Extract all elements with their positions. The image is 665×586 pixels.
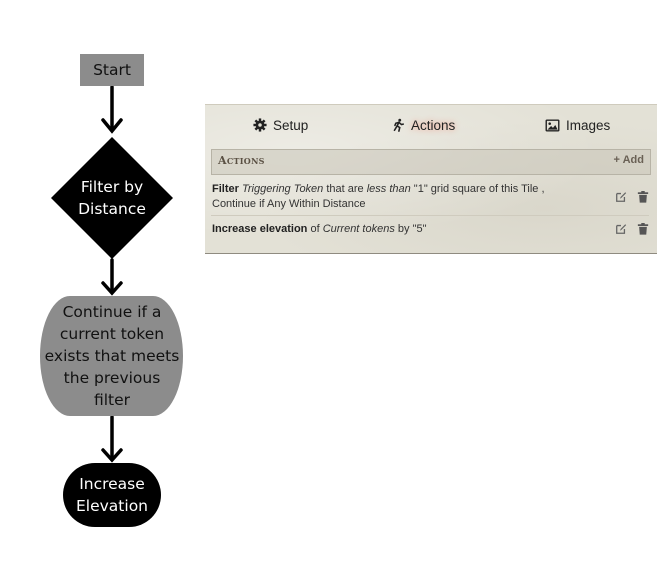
trash-icon[interactable]	[637, 191, 649, 203]
end-node	[63, 463, 161, 527]
end-node-label: Increase Elevation	[63, 463, 161, 527]
filter-line-1: Filter by	[80, 178, 144, 196]
tile-config-panel: Setup Actions Images	[205, 104, 657, 254]
continue-line-1: Continue if a	[62, 303, 162, 321]
tab-actions[interactable]: Actions	[391, 115, 455, 135]
action-row-text-part: by "5"	[394, 223, 427, 235]
tab-images-label: Images	[566, 117, 611, 133]
continue-line-2: current token	[59, 325, 165, 343]
running-figure-icon	[393, 118, 405, 132]
image-icon	[545, 118, 560, 132]
add-action-button[interactable]: + Add	[613, 154, 644, 166]
action-row-strong: Increase elevation	[212, 223, 308, 235]
action-row-text-line2: Continue if Any Within Distance	[212, 198, 366, 210]
action-row-controls	[615, 223, 649, 235]
action-row: Increase elevation of Current tokens by …	[211, 221, 649, 241]
decision-diamond	[51, 137, 173, 259]
start-node	[80, 54, 144, 86]
continue-line-3: exists that meets	[44, 347, 180, 365]
end-line-1: Increase	[79, 475, 145, 493]
action-row-controls	[615, 191, 649, 203]
trash-icon[interactable]	[637, 223, 649, 235]
continue-line-5: filter	[93, 391, 131, 409]
gear-icon	[253, 118, 267, 132]
tab-setup-label: Setup	[273, 117, 309, 133]
tab-setup[interactable]: Setup	[253, 115, 308, 135]
edit-icon[interactable]	[615, 191, 627, 203]
actions-section-title: Actions	[218, 153, 265, 168]
filter-node-label: Filter by Distance	[62, 168, 162, 228]
action-row-strong: Filter	[212, 183, 239, 195]
tab-bar: Setup Actions Images	[205, 105, 657, 145]
action-row-em: Triggering Token	[241, 183, 324, 195]
continue-node-label: Continue if a current token exists that …	[44, 300, 180, 412]
tab-actions-label: Actions	[411, 117, 456, 133]
edit-icon[interactable]	[615, 223, 627, 235]
action-row-text-part: "1" grid square of this Tile ,	[410, 183, 545, 195]
action-row-text: Filter Triggering Token that are less th…	[212, 182, 592, 212]
action-row-text-part: that are	[323, 183, 367, 195]
flowchart-connectors	[51, 85, 173, 463]
action-row-em: Current tokens	[322, 223, 395, 235]
start-label: Start	[93, 61, 131, 79]
flowchart: Start Filter by Distance Continue if a c…	[0, 0, 230, 586]
continue-line-4: the previous	[63, 369, 161, 387]
action-row-text: Increase elevation of Current tokens by …	[212, 222, 592, 237]
filter-line-2: Distance	[78, 200, 146, 218]
actions-section-header: Actions + Add	[211, 149, 651, 175]
action-row-em: less than	[366, 183, 411, 195]
action-row-text-part: of	[307, 223, 323, 235]
end-line-2: Elevation	[76, 497, 148, 515]
continue-node	[40, 296, 183, 416]
action-row: Filter Triggering Token that are less th…	[211, 181, 649, 216]
tab-images[interactable]: Images	[545, 115, 610, 135]
